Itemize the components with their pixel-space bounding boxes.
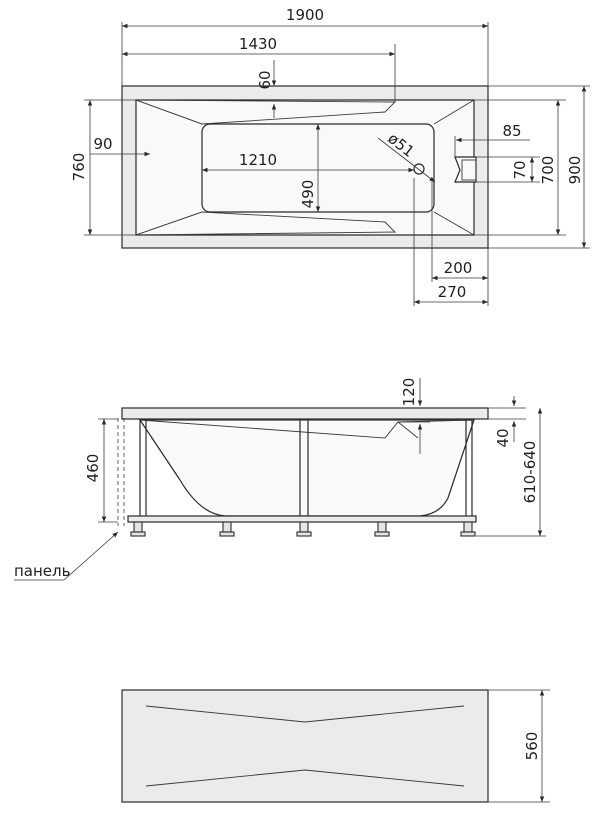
dim-overall-length: 1900 — [286, 6, 324, 24]
dim-rim-thickness: 120 — [400, 378, 418, 407]
dim-headrest-offset: 85 — [502, 122, 521, 140]
dim-top-offset: 40 — [494, 428, 512, 447]
dim-shelf-depth: 60 — [256, 70, 274, 89]
panel-decor-bottom — [145, 769, 465, 787]
dim-outer-width-small: 760 — [70, 153, 88, 182]
panel-decor-top — [145, 705, 465, 723]
frame-base — [127, 515, 477, 523]
dim-height-range: 610-640 — [521, 441, 539, 504]
tub-basin-side — [138, 419, 475, 517]
leg-foot — [130, 531, 146, 537]
drain-icon — [413, 163, 425, 175]
leg-foot — [296, 531, 312, 537]
basin-edge — [433, 211, 475, 236]
dim-drain-offset-1: 200 — [444, 259, 473, 277]
dim-bowl-width: 490 — [299, 180, 317, 209]
panel-leader — [63, 531, 119, 581]
dim-leg-height: 460 — [84, 454, 102, 483]
headrest-inner — [461, 159, 477, 181]
dim-inner-width: 700 — [539, 156, 557, 185]
headrest-icon — [454, 156, 477, 183]
dim-headrest-height: 70 — [511, 160, 529, 179]
leg-foot — [460, 531, 476, 537]
basin-edge — [433, 99, 475, 125]
leg — [463, 521, 473, 533]
front-panel — [121, 689, 489, 803]
dim-drain-offset-2: 270 — [438, 283, 467, 301]
leg — [133, 521, 143, 533]
leg-foot — [219, 531, 235, 537]
dim-bowl-length: 1210 — [239, 151, 277, 169]
armrest-bottom — [135, 211, 397, 236]
leg — [222, 521, 232, 533]
leg-foot — [374, 531, 390, 537]
tub-rim-side — [121, 407, 489, 420]
overflow-line — [397, 421, 419, 439]
dim-overflow-offset: 1430 — [239, 35, 277, 53]
dim-inner-offset: 90 — [93, 135, 112, 153]
top-view: 1900 1430 60 90 760 1210 490 ø51 85 — [70, 6, 590, 306]
panel-view: 560 — [121, 689, 550, 803]
leg — [299, 521, 309, 533]
leg — [377, 521, 387, 533]
side-view: 120 40 610-640 460 панель — [14, 378, 546, 581]
armrest-top — [135, 99, 397, 125]
dim-outer-width: 900 — [566, 156, 584, 185]
dim-panel-height: 560 — [523, 732, 541, 761]
panel-label: панель — [14, 562, 70, 580]
